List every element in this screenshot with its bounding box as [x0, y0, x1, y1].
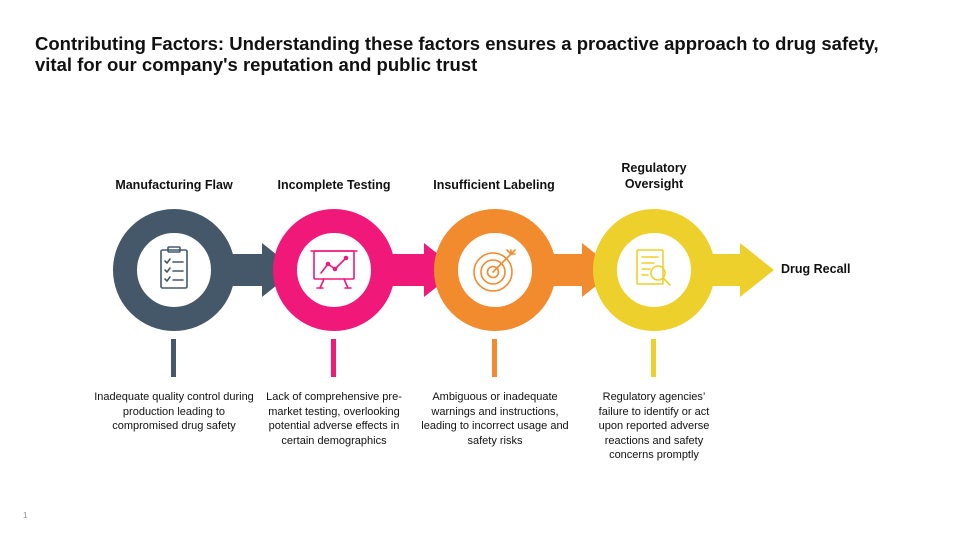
flow-arrow-4	[705, 243, 774, 297]
connector-line-1	[171, 339, 176, 377]
factor-title-incomplete-testing: Incomplete Testing	[277, 178, 391, 192]
checklist-icon	[160, 246, 188, 289]
factor-title-manufacturing-flaw: Manufacturing Flaw	[115, 178, 233, 192]
target-icon	[473, 249, 516, 292]
connector-line-2	[331, 339, 336, 377]
presentation-chart-icon	[310, 250, 358, 289]
factor-ring-1	[113, 209, 235, 331]
connector-line-4	[651, 339, 656, 377]
factor-title-insufficient-labeling: Insufficient Labeling	[433, 178, 555, 192]
outcome-label: Drug Recall	[781, 262, 851, 276]
factor-description-incomplete-testing: Lack of comprehensive pre-market testing…	[266, 391, 402, 447]
factor-description-insufficient-labeling: Ambiguous or inadequate warnings and ins…	[421, 391, 569, 447]
factor-title-regulatory-oversight: Regulatory Oversight	[621, 161, 687, 191]
document-search-icon	[636, 249, 671, 286]
page-number: 1	[23, 511, 28, 520]
factor-description-regulatory-oversight: Regulatory agencies’ failure to identify…	[598, 391, 710, 461]
factor-ring-4	[593, 209, 715, 331]
factor-description-manufacturing-flaw: Inadequate quality control during produc…	[94, 391, 254, 432]
slide-title: Contributing Factors: Understanding thes…	[35, 33, 879, 75]
connector-line-3	[492, 339, 497, 377]
